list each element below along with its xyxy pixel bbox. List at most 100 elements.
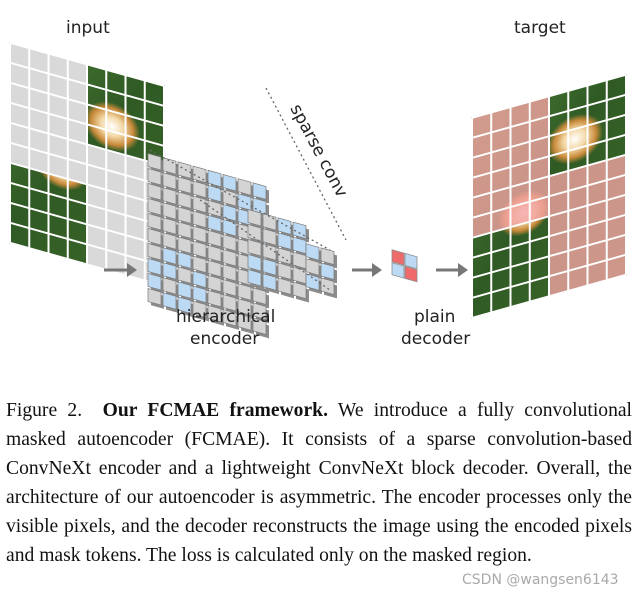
cube: [237, 178, 252, 196]
cube: [162, 202, 177, 220]
cube: [162, 172, 177, 190]
grid-line: [472, 193, 626, 239]
grid-line: [472, 73, 626, 119]
cube: [277, 262, 292, 280]
cube: [147, 212, 162, 231]
hierarchical-encoder: [147, 152, 337, 339]
cube: [262, 228, 277, 246]
cube: [222, 278, 237, 297]
cube: [147, 272, 162, 291]
cube: [192, 270, 207, 289]
grid-line: [472, 153, 626, 199]
cube: [147, 152, 162, 171]
grid-line: [472, 113, 626, 159]
cube: [262, 258, 277, 276]
cube: [192, 165, 207, 184]
grid-line: [10, 61, 164, 107]
cube: [192, 300, 207, 319]
cube: [192, 225, 207, 244]
cube: [292, 281, 307, 300]
input-label: input: [66, 18, 110, 38]
cube: [252, 317, 267, 335]
cube: [222, 188, 237, 207]
cube: [147, 242, 162, 261]
input-image: [9, 41, 165, 287]
cube: [207, 244, 222, 263]
decoder-label-line2: decoder: [401, 329, 470, 349]
cube: [237, 298, 252, 316]
cube: [162, 217, 177, 235]
plain-decoder: [391, 249, 418, 283]
cube: [177, 221, 192, 239]
cube: [207, 304, 222, 323]
cube: [147, 167, 162, 186]
grid-line: [10, 161, 164, 207]
cube: [222, 248, 237, 267]
cube: [207, 169, 222, 188]
cube: [207, 184, 222, 203]
cube: [192, 285, 207, 304]
cube: [222, 173, 237, 192]
cube: [177, 176, 192, 194]
grid-line: [10, 41, 164, 87]
grid-line: [472, 133, 626, 179]
cube: [147, 287, 162, 306]
cube: [192, 240, 207, 259]
cube: [192, 195, 207, 214]
grid-line: [10, 81, 164, 127]
right-arrow-icon: [436, 263, 468, 277]
cube: [177, 236, 192, 254]
cube: [177, 161, 192, 179]
grid-line: [10, 101, 164, 147]
grid-line: [472, 213, 626, 259]
grid-line: [10, 141, 164, 187]
target-image: [471, 73, 627, 319]
grid-line: [472, 253, 626, 299]
cube: [162, 232, 177, 250]
cube: [177, 281, 192, 299]
fcmae-framework-diagram: input sparse conv hierarchical encoder p…: [9, 18, 627, 349]
cube: [237, 193, 252, 211]
grid-line: [472, 233, 626, 279]
right-arrow-icon: [352, 263, 382, 277]
cube: [162, 247, 177, 265]
cube: [252, 182, 267, 200]
cube: [262, 243, 277, 261]
cube: [222, 218, 237, 237]
cube: [292, 221, 307, 240]
cube: [222, 203, 237, 222]
cube: [222, 233, 237, 252]
grid-line: [472, 173, 626, 219]
encoder-label-line2: encoder: [190, 329, 259, 349]
cube: [247, 208, 262, 227]
cube: [320, 262, 335, 280]
caption-body: We introduce a fully convolutional maske…: [6, 400, 633, 566]
patch-grid: [9, 41, 165, 287]
grid-line: [472, 273, 626, 319]
sparse-conv-dotted-lines: [149, 87, 347, 291]
cube: [277, 232, 292, 250]
grid-line: [10, 221, 164, 267]
target-label: target: [514, 18, 566, 38]
cube: [305, 258, 320, 276]
cube: [177, 206, 192, 224]
cube: [320, 277, 335, 295]
encoder-label-line1: hierarchical: [176, 307, 275, 327]
cube: [237, 313, 252, 331]
cube: [247, 223, 262, 242]
cube: [162, 262, 177, 280]
cube: [147, 257, 162, 276]
cube: [222, 263, 237, 282]
cube: [207, 214, 222, 233]
patch-grid: [471, 73, 627, 319]
cube: [147, 227, 162, 246]
cube: [305, 243, 320, 261]
cube: [192, 180, 207, 199]
cube: [207, 289, 222, 308]
cube: [237, 283, 252, 301]
feature-map: [305, 243, 337, 299]
cube: [162, 292, 177, 310]
grid-line: [10, 181, 164, 227]
cube: [147, 182, 162, 201]
cube: [192, 210, 207, 229]
